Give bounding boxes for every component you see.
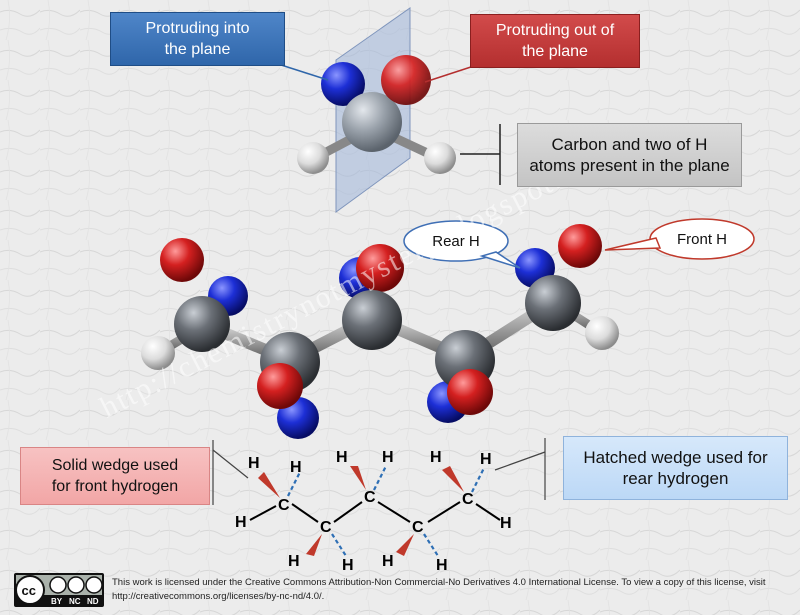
top-molecule [297, 7, 456, 213]
hatched-wedge-3 [373, 465, 387, 491]
hydrogen-label-5-rear: H [480, 451, 492, 468]
wedge-dash-structure: C C C C C H H H H H H H H H H H H [235, 449, 512, 574]
skeletal-bond-c2-c3 [333, 501, 363, 523]
carbon-label-4: C [412, 519, 424, 536]
skeletal-bond-c1-c2 [291, 503, 319, 523]
label-solid-wedge: Solid wedge used for front hydrogen [20, 447, 210, 505]
hatched-wedge-5 [471, 467, 485, 493]
label-out-of-plane: Protruding out of the plane [470, 14, 640, 68]
hydrogen-label-4-rear: H [436, 557, 448, 574]
carbon-label-5: C [462, 491, 474, 508]
bubble-rear-shape [403, 220, 509, 262]
cc-badge-nc: NC [69, 597, 81, 606]
cc-badge-nd: ND [87, 597, 99, 606]
cc-nd-icon [85, 576, 103, 594]
hydrogen-atom-5 [585, 316, 619, 350]
carbon-label-3: C [364, 489, 376, 506]
front-atom-2 [257, 363, 303, 409]
cc-badge-by: BY [51, 597, 63, 606]
skeletal-bond-c5-hr [475, 503, 501, 521]
cc-nc-icon [67, 576, 85, 594]
hatched-wedge-2 [331, 533, 347, 557]
top-front-atom [381, 55, 431, 105]
hydrogen-label-4-front: H [382, 553, 394, 570]
bubble-rear-h: Rear H [432, 232, 480, 250]
hydrogen-label-1-left: H [235, 514, 247, 531]
cc-by-icon [49, 576, 67, 594]
top-carbon-atom [342, 92, 402, 152]
cc-license-badge[interactable]: cc BY NC ND [14, 573, 104, 607]
carbon-atom-5 [525, 275, 581, 331]
carbon-label-1: C [278, 497, 290, 514]
solid-wedge-1 [258, 472, 280, 498]
top-rear-atom [321, 62, 365, 106]
hydrogen-label-1-rear: H [290, 459, 302, 476]
hydrogen-label-2-rear: H [342, 557, 354, 574]
top-hydrogen-right [424, 142, 456, 174]
butane-3d-model [141, 224, 619, 439]
solid-wedge-4 [396, 534, 414, 556]
callout-line-solid [212, 449, 249, 479]
hydrogen-label-3-front: H [336, 449, 348, 466]
label-into-plane: Protruding into the plane [110, 12, 285, 66]
front-atom-1 [160, 238, 204, 282]
cc-badge-cc: cc [22, 583, 36, 598]
skeletal-bond-c3-c4 [377, 501, 411, 523]
hydrogen-label-5-front: H [430, 449, 442, 466]
solid-wedge-3 [350, 466, 366, 490]
hydrogen-label-2-front: H [288, 553, 300, 570]
hatched-wedge-4 [423, 533, 439, 557]
hydrogen-label-5-right: H [500, 515, 512, 532]
license-text: This work is licensed under the Creative… [112, 577, 766, 602]
top-hydrogen-left [297, 142, 329, 174]
front-atom-3 [356, 244, 404, 292]
front-atom-5 [558, 224, 602, 268]
bubble-front-tail [604, 237, 662, 251]
callout-line-hatched [494, 451, 546, 471]
skeletal-bond-c4-c5 [427, 501, 461, 523]
bubble-front-h: Front H [676, 230, 727, 248]
carbon-atom-1 [174, 296, 230, 352]
solid-wedge-5 [442, 466, 464, 492]
front-atom-4 [447, 369, 493, 415]
label-hatched-wedge: Hatched wedge used for rear hydrogen [563, 436, 788, 500]
solid-wedge-2 [306, 534, 322, 556]
bubble-rear-tail [479, 251, 521, 269]
skeletal-bond-c1-hl [249, 505, 277, 521]
hatched-wedge-1 [287, 471, 301, 497]
carbon-atom-3 [342, 290, 402, 350]
hydrogen-atom-1 [141, 336, 175, 370]
label-in-plane: Carbon and two of H atoms present in the… [517, 123, 742, 187]
hydrogen-label-3-rear: H [382, 449, 394, 466]
hydrogen-label-1-front: H [248, 455, 260, 472]
carbon-label-2: C [320, 519, 332, 536]
